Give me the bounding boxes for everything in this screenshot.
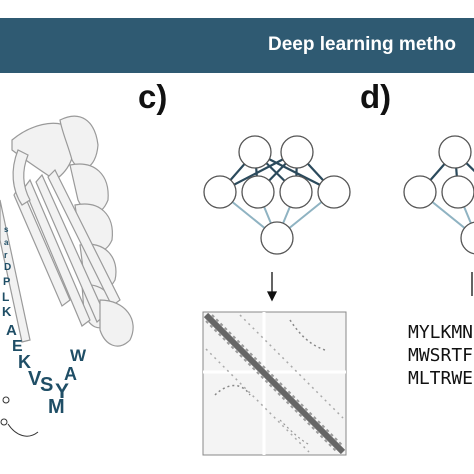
header-banner bbox=[0, 18, 474, 73]
nn-node bbox=[280, 135, 314, 169]
neural-network-d bbox=[403, 135, 474, 255]
sequence-letter: A bbox=[6, 322, 17, 339]
sequence-letter: D bbox=[4, 262, 12, 273]
sequence-letter: E bbox=[12, 338, 23, 355]
nn-node bbox=[438, 135, 472, 169]
sequence-line: MYLKMN bbox=[408, 322, 474, 343]
nn-node bbox=[403, 175, 437, 209]
panel-label-d: d) bbox=[360, 78, 392, 115]
panel-label-c: c) bbox=[138, 78, 168, 115]
sequence-letter: A bbox=[64, 364, 77, 384]
loop-decoration bbox=[0, 396, 39, 437]
nn-node bbox=[260, 221, 294, 255]
neural-network-c bbox=[203, 135, 351, 255]
nn-node bbox=[317, 175, 351, 209]
nn-node bbox=[238, 135, 272, 169]
contact-map bbox=[202, 311, 347, 456]
nn-node bbox=[460, 221, 474, 255]
sequence-line: MWSRTF bbox=[408, 345, 474, 366]
sequence-letter: P bbox=[3, 276, 11, 288]
sequence-letter: K bbox=[2, 304, 12, 319]
sequence-letter: K bbox=[18, 352, 31, 372]
nn-node bbox=[279, 175, 313, 209]
sequence-letter: M bbox=[48, 396, 65, 418]
nn-node bbox=[203, 175, 237, 209]
sequence-letter: V bbox=[28, 368, 42, 390]
sequence-letter: L bbox=[2, 290, 10, 304]
sequence-letter: S bbox=[40, 374, 54, 396]
sequence-letter: r bbox=[4, 250, 8, 260]
arrow-down-icon bbox=[266, 272, 278, 302]
sequence-line: MLTRWE bbox=[408, 368, 474, 389]
sequence-letter: W bbox=[70, 346, 87, 365]
sequence-letter: s bbox=[4, 225, 9, 234]
nn-node bbox=[241, 175, 275, 209]
protein-ribbon-image bbox=[0, 115, 134, 347]
sequence-letter: Y bbox=[55, 380, 70, 403]
banner-title: Deep learning metho bbox=[268, 34, 456, 55]
nn-node bbox=[441, 175, 474, 209]
sequence-letter: a bbox=[4, 238, 9, 247]
